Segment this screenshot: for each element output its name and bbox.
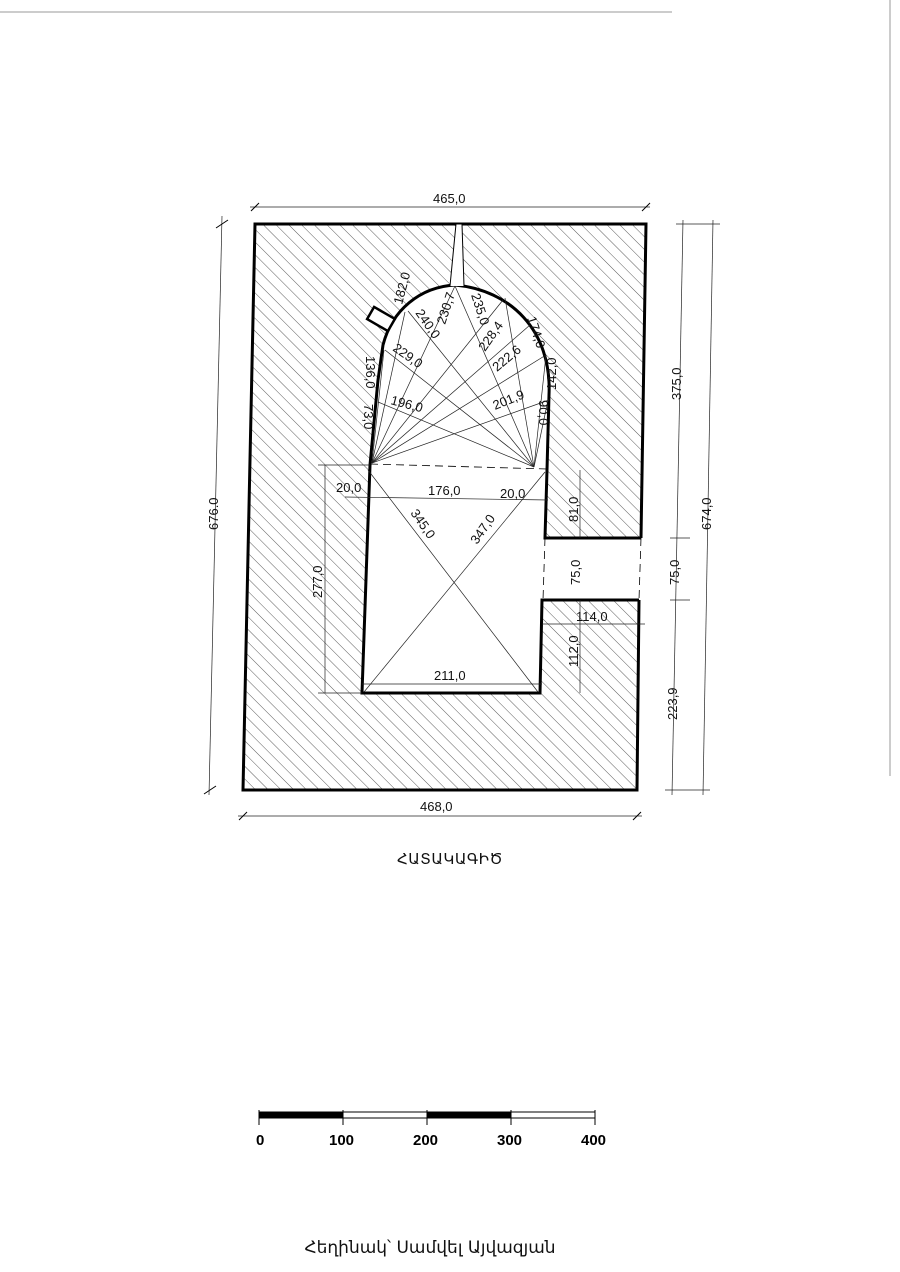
dim-bottom-width: 468,0 bbox=[420, 799, 453, 814]
dim-right-lower: 223,9 bbox=[665, 687, 680, 720]
apse-dim: 136,0 bbox=[363, 356, 378, 389]
dim-wall-upper-right: 81,0 bbox=[566, 497, 581, 522]
diagonal-left bbox=[367, 469, 539, 693]
door-opening-inner bbox=[542, 537, 546, 601]
dim-pilaster-left: 20,0 bbox=[336, 480, 361, 495]
dim-nave-bottom-width: 211,0 bbox=[434, 668, 466, 683]
dim-right-total: 674,0 bbox=[699, 497, 714, 530]
scale-label: 400 bbox=[581, 1132, 606, 1149]
dim-top-width: 465,0 bbox=[433, 191, 466, 206]
apse-dim: 142,0 bbox=[544, 357, 559, 390]
dim-nave-inner-width: 176,0 bbox=[428, 483, 461, 498]
apse-dim: 90,0 bbox=[536, 400, 551, 425]
author-credit: Հեղինակ՝ Սամվել Այվազյան bbox=[304, 1238, 556, 1258]
dimension-lines bbox=[208, 206, 720, 817]
outer-wall-outline bbox=[241, 222, 648, 792]
drawing-title: ՀԱՏԱԿԱԳԻԾ bbox=[397, 850, 503, 868]
scale-label: 200 bbox=[413, 1132, 438, 1149]
dim-right-door: 75,0 bbox=[667, 560, 682, 585]
dim-pilaster-right: 20,0 bbox=[500, 486, 525, 501]
dim-wall-thickness-right: 114,0 bbox=[576, 609, 608, 624]
dim-right-upper: 375,0 bbox=[669, 367, 684, 400]
window-slot bbox=[449, 223, 465, 287]
apse-base-line bbox=[369, 463, 548, 470]
apse-dim: 73,0 bbox=[361, 404, 376, 429]
dimension-ticks bbox=[203, 202, 651, 821]
scale-label: 100 bbox=[329, 1132, 354, 1149]
niche bbox=[365, 305, 397, 333]
dim-nave-height: 277,0 bbox=[310, 565, 325, 598]
diagonal-right bbox=[363, 471, 546, 693]
dim-wall-lower-right: 112,0 bbox=[566, 635, 581, 667]
nave-width-line bbox=[344, 496, 549, 501]
dim-left-height: 676.0 bbox=[206, 497, 221, 530]
door-opening-outer bbox=[638, 537, 642, 601]
scale-label: 300 bbox=[497, 1132, 522, 1149]
apse-rays bbox=[371, 285, 550, 468]
dim-door-inner: 75,0 bbox=[568, 560, 583, 585]
scale-label: 0 bbox=[256, 1132, 264, 1149]
scale-bar: 0 100 200 300 400 bbox=[256, 1110, 606, 1149]
